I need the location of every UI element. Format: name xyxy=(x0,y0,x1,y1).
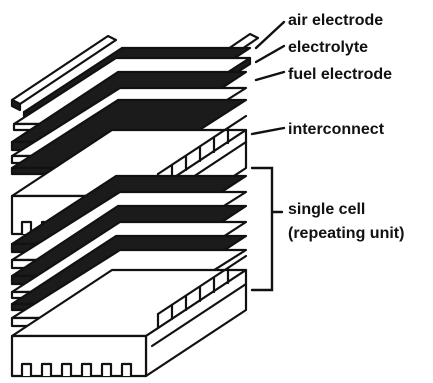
label-fuel-electrode: fuel electrode xyxy=(288,66,392,83)
label-electrolyte: electrolyte xyxy=(288,39,368,56)
leader-interconnect xyxy=(250,126,286,136)
leader-electrolyte xyxy=(254,44,286,64)
label-air-electrode: air electrode xyxy=(288,12,383,29)
label-interconnect: interconnect xyxy=(288,121,385,138)
interconnect-block-bottom xyxy=(10,254,248,378)
bracket-single-cell xyxy=(250,166,284,292)
labels: air electrode electrolyte fuel electrode… xyxy=(288,12,404,242)
leader-lines xyxy=(250,20,286,292)
label-single-cell: single cell xyxy=(288,201,365,218)
label-repeating-unit: (repeating unit) xyxy=(288,225,404,242)
leader-air-electrode xyxy=(254,20,286,50)
leader-fuel-electrode xyxy=(254,70,286,82)
